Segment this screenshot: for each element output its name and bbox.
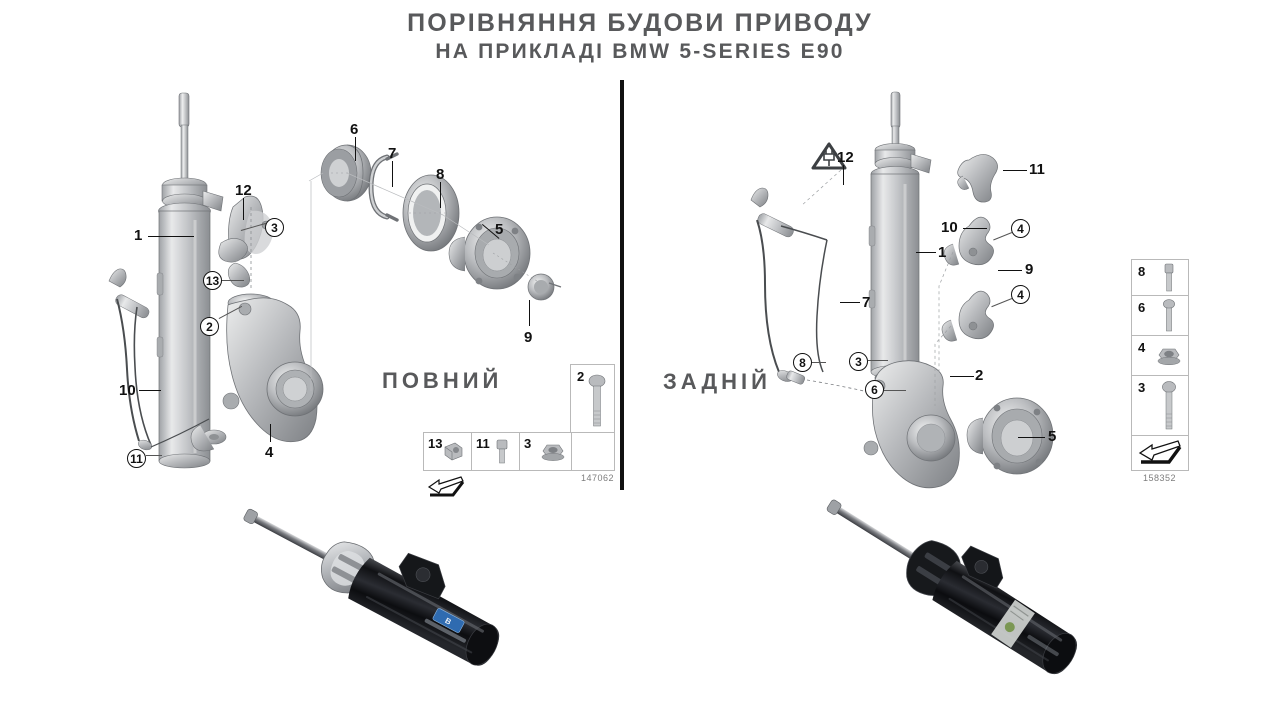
leader-right-9 xyxy=(998,270,1022,272)
legend-left-number-13: 13 xyxy=(428,436,443,451)
legend-left-reference: 147062 xyxy=(581,473,615,483)
callout-left-3: 3 xyxy=(265,218,284,237)
legend-right-number-3: 3 xyxy=(1138,380,1146,395)
callout-left-9: 9 xyxy=(524,329,533,346)
callout-right-11: 11 xyxy=(1029,161,1045,178)
legend-left-number-11: 11 xyxy=(476,436,490,451)
legend-right-cell-6: 6 xyxy=(1132,296,1188,336)
leader-left-9 xyxy=(529,300,531,326)
legend-right-cell-3: 3 xyxy=(1132,376,1188,436)
legend-right-number-8: 8 xyxy=(1138,264,1146,279)
flange-nut-icon-3 xyxy=(541,444,564,461)
leader-right-10 xyxy=(963,228,987,230)
flange-nut-icon-4 xyxy=(1157,348,1181,365)
leader-left-6 xyxy=(355,137,357,161)
leader-right-6 xyxy=(884,390,906,392)
legend-right-number-4: 4 xyxy=(1138,340,1146,355)
callout-left-8: 8 xyxy=(436,166,445,183)
direction-arrow-icon xyxy=(427,475,465,496)
leader-right-8 xyxy=(812,362,826,364)
callout-right-8: 8 xyxy=(793,353,812,372)
bolt-icon-6 xyxy=(1163,298,1175,331)
callout-right-3: 3 xyxy=(849,352,868,371)
legend-cell-11: 11 xyxy=(472,433,520,470)
vertical-divider xyxy=(620,80,624,490)
leader-right-12 xyxy=(843,165,845,185)
leader-left-10 xyxy=(139,390,161,392)
leader-right-7 xyxy=(840,302,860,304)
left-strut-photo: B xyxy=(243,508,500,666)
legend-right-cell-4: 4 xyxy=(1132,336,1188,376)
leader-left-1 xyxy=(148,236,194,238)
callout-right-1: 1 xyxy=(938,244,947,261)
legend-cell-arrow xyxy=(424,470,468,507)
callout-left-7: 7 xyxy=(388,145,397,162)
callout-right-9: 9 xyxy=(1025,261,1034,278)
left-panel-label: ПОВНИЙ xyxy=(382,368,503,393)
title-line-2: НА ПРИКЛАДІ BMW 5-SERIES E90 xyxy=(435,40,845,64)
callout-right-2: 2 xyxy=(975,367,984,384)
leader-right-1 xyxy=(916,252,936,254)
callout-right-4a: 4 xyxy=(1011,219,1030,238)
leader-left-12 xyxy=(243,198,245,220)
callout-right-7: 7 xyxy=(862,294,871,311)
legend-left-tall: 2 xyxy=(570,364,615,439)
legend-right-number-6: 6 xyxy=(1138,300,1146,315)
callout-left-11: 11 xyxy=(127,449,146,468)
legend-cell-3: 3 xyxy=(520,433,572,470)
callout-left-5: 5 xyxy=(495,221,504,238)
leader-right-5 xyxy=(1018,437,1045,439)
callout-right-5: 5 xyxy=(1048,428,1057,445)
bolt-icon-8 xyxy=(1164,263,1174,291)
direction-arrow-icon-right xyxy=(1138,440,1182,464)
bolt-icon-2 xyxy=(588,374,606,426)
legend-cell-13: 13 xyxy=(424,433,472,470)
leader-right-3 xyxy=(868,360,888,362)
legend-left-row: 13 11 3 xyxy=(423,432,615,496)
callout-right-12: 12 xyxy=(837,149,854,166)
leader-left-7 xyxy=(392,161,394,187)
leader-right-11 xyxy=(1003,170,1027,172)
legend-right-reference: 158352 xyxy=(1143,473,1177,483)
clip-icon-13 xyxy=(444,442,463,460)
leader-left-8 xyxy=(440,182,442,208)
callout-right-6: 6 xyxy=(865,380,884,399)
svg-text:B: B xyxy=(443,616,453,627)
callout-left-13: 13 xyxy=(203,271,222,290)
legend-right-cell-arrow xyxy=(1132,436,1188,472)
right-panel-label: ЗАДНІЙ xyxy=(663,369,771,394)
legend-left-tall-number: 2 xyxy=(577,369,585,384)
leader-left-4 xyxy=(270,424,272,442)
callout-left-4: 4 xyxy=(265,444,274,461)
leader-left-11 xyxy=(146,455,162,457)
leader-right-2 xyxy=(950,376,974,378)
leader-left-13 xyxy=(222,280,244,282)
right-exploded-diagram xyxy=(750,91,1054,489)
legend-left-number-3: 3 xyxy=(524,436,532,451)
legend-right-cell-8: 8 xyxy=(1132,260,1188,296)
callout-right-10: 10 xyxy=(941,219,958,236)
callout-left-2: 2 xyxy=(200,317,219,336)
callout-left-10: 10 xyxy=(119,382,136,399)
bolt-icon-3 xyxy=(1162,380,1176,429)
title-line-1: ПОРІВНЯННЯ БУДОВИ ПРИВОДУ xyxy=(407,9,873,37)
page-title: ПОРІВНЯННЯ БУДОВИ ПРИВОДУ НА ПРИКЛАДІ BM… xyxy=(0,8,1280,66)
callout-right-4b: 4 xyxy=(1011,285,1030,304)
callout-left-1: 1 xyxy=(134,227,143,244)
callout-left-6: 6 xyxy=(350,121,359,138)
callout-left-12: 12 xyxy=(235,182,252,199)
bolt-icon-11 xyxy=(496,439,508,463)
right-strut-photo xyxy=(826,499,1078,675)
legend-right-stack: 8 6 4 3 xyxy=(1131,259,1189,471)
